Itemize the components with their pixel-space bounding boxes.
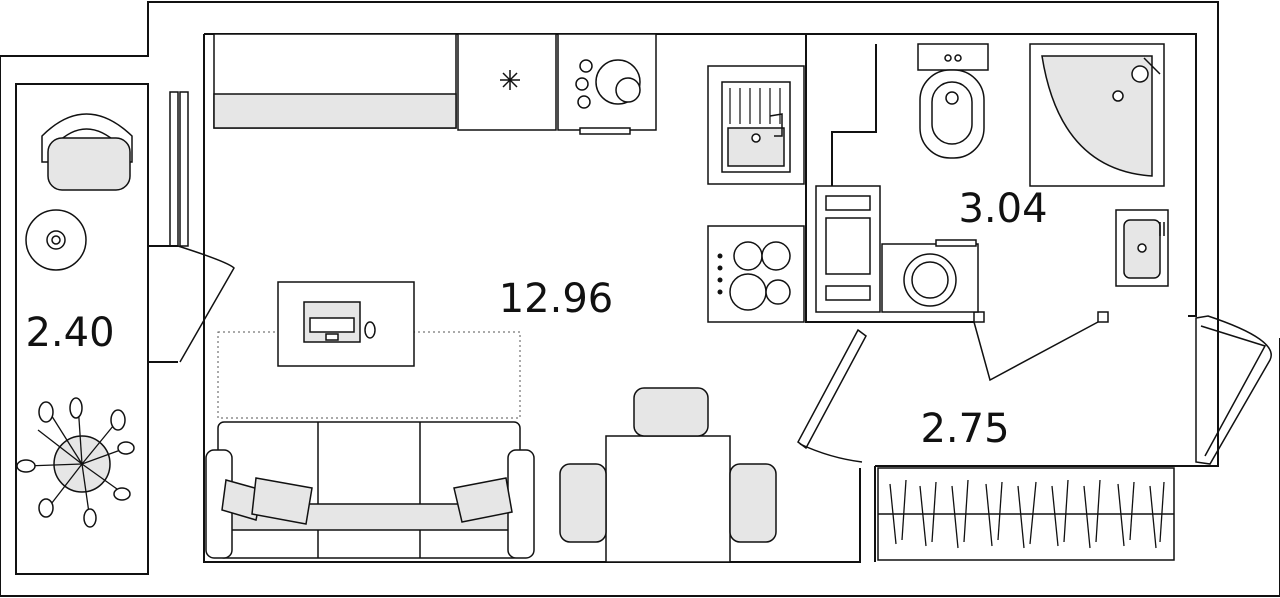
- flush-button: [944, 54, 952, 62]
- basin-drain: [1137, 243, 1147, 253]
- kitchen-counter: [213, 93, 457, 129]
- bath-top-wall: [806, 33, 1197, 317]
- living-area: [205, 281, 777, 563]
- room-area-bathroom: 3.04: [958, 186, 1047, 232]
- entrance-door-right-inner: [1200, 325, 1267, 457]
- dish-plate-inner: [615, 77, 641, 103]
- closet: [877, 467, 1175, 561]
- burner: [729, 273, 767, 311]
- armchair-back: [41, 113, 133, 163]
- main-room-wall: [203, 34, 861, 563]
- sink-drain-lines: [729, 88, 781, 124]
- bathroom-door: [973, 321, 1099, 382]
- washer-controls: [935, 239, 977, 247]
- burner: [733, 241, 763, 271]
- toilet-drain: [945, 91, 959, 105]
- shower-drain: [1112, 90, 1124, 102]
- shower-tray: [1041, 55, 1153, 177]
- room-area-main: 12.96: [499, 276, 614, 322]
- laptop-trackpad: [325, 333, 339, 341]
- chair: [633, 387, 709, 437]
- bath-partition: [831, 44, 877, 186]
- drain-icon: [751, 133, 761, 143]
- toilet-seat: [931, 81, 973, 145]
- stove-knobs: [717, 253, 723, 295]
- cabinet-shelf: [825, 285, 871, 301]
- entrance-door-swing: [799, 443, 863, 463]
- dishwasher-base: [579, 127, 631, 135]
- glass-icon: [575, 77, 589, 91]
- door-jamb: [973, 311, 985, 323]
- loggia-partition-top: [147, 84, 178, 247]
- hangers: [889, 479, 1165, 549]
- side-table-center: [51, 235, 61, 245]
- cabinet-shelf: [825, 217, 871, 275]
- dining-table: [605, 435, 731, 563]
- loggia: [16, 113, 135, 528]
- room-area-loggia: 2.40: [25, 310, 114, 356]
- bathroom: [815, 43, 1169, 313]
- washer-door: [911, 261, 949, 299]
- snowflake-icon: [500, 70, 520, 90]
- cabinet-shelf: [825, 195, 871, 211]
- burner: [765, 279, 791, 305]
- glass-icon: [577, 95, 591, 109]
- loggia-partition-bottom: [147, 361, 178, 574]
- laptop-keyboard: [309, 317, 355, 333]
- shower-head: [1131, 65, 1149, 83]
- entrance-door-left: [797, 328, 867, 450]
- entrance-door-right: [1195, 315, 1272, 465]
- toilet-tank: [917, 43, 989, 71]
- cushion: [251, 477, 313, 525]
- room-area-hall: 2.75: [920, 406, 1009, 452]
- shower-pipe: [1143, 57, 1161, 75]
- stove: [707, 225, 805, 323]
- flush-button: [954, 54, 962, 62]
- chair: [729, 463, 777, 543]
- plant-icon: [16, 397, 135, 528]
- loggia-inner-wall: [15, 83, 149, 575]
- area-labels: 12.96 3.04 2.40 2.75: [25, 186, 1047, 452]
- sofa-armrest: [507, 449, 535, 559]
- kitchen: [213, 33, 805, 323]
- mouse-icon: [364, 321, 376, 339]
- burner: [761, 241, 791, 271]
- bath-left-wall: [805, 34, 974, 323]
- loggia-door: [177, 245, 235, 363]
- faucet-icon: [769, 113, 783, 137]
- glass-icon: [579, 59, 593, 73]
- door-jamb: [1097, 311, 1109, 323]
- window-frame: [179, 91, 189, 247]
- armchair: [47, 137, 131, 191]
- window-frame: [169, 91, 179, 247]
- chair: [559, 463, 607, 543]
- cushion: [453, 477, 513, 523]
